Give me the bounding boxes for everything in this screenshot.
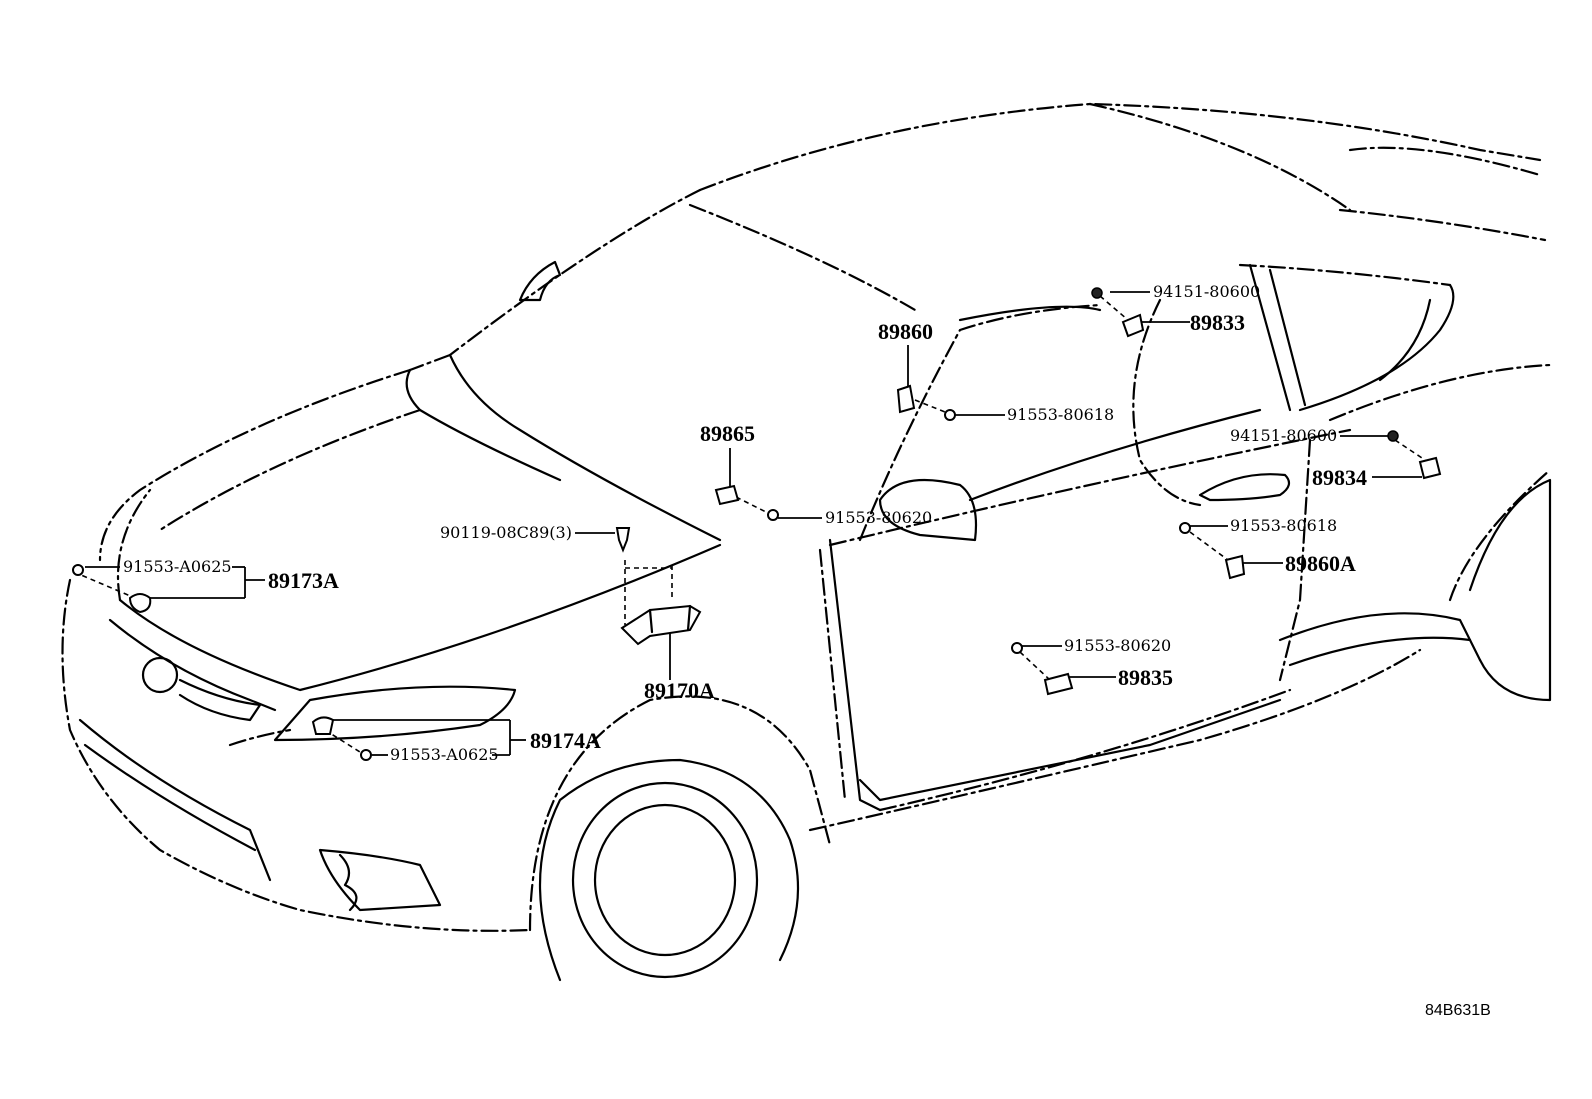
nut-icon <box>1387 430 1399 442</box>
sensor-89834-icon <box>1418 456 1442 480</box>
label-91553-A0625-left: 91553-A0625 <box>123 557 232 576</box>
sensor-89860A-icon <box>1224 554 1246 580</box>
airbag-sensor-module-89170A-icon <box>620 604 702 646</box>
label-89835: 89835 <box>1118 665 1173 690</box>
label-91553-80620-mid: 91553-80620 <box>825 508 932 527</box>
bolt-icon <box>615 527 631 553</box>
label-89860A: 89860A <box>1285 551 1356 576</box>
sensor-89860-icon <box>896 384 916 414</box>
callout-labels: 94151-80600 89833 89860 91553-80618 9415… <box>123 282 1491 1019</box>
label-91553-80618-right: 91553-80618 <box>1230 516 1337 535</box>
label-89860: 89860 <box>878 319 933 344</box>
bolt-icon <box>360 749 372 761</box>
label-90119-08C89: 90119-08C89(3) <box>440 523 572 542</box>
bolt-icon <box>1179 522 1191 534</box>
sensor-89174A-icon <box>311 716 335 735</box>
label-94151-80600-right: 94151-80600 <box>1230 426 1337 445</box>
label-89174A: 89174A <box>530 728 601 753</box>
sensor-89835-icon <box>1043 672 1074 696</box>
leader-lines <box>73 291 1426 756</box>
bolt-icon <box>72 564 84 576</box>
label-89173A: 89173A <box>268 568 339 593</box>
label-89833: 89833 <box>1190 310 1245 335</box>
label-91553-80620-low: 91553-80620 <box>1064 636 1171 655</box>
parts <box>72 287 1442 761</box>
label-89170A: 89170A <box>644 678 715 703</box>
label-91553-A0625-low: 91553-A0625 <box>390 745 499 764</box>
bolt-icon <box>944 409 956 421</box>
nut-icon <box>1091 287 1103 299</box>
label-94151-80600-top: 94151-80600 <box>1153 282 1260 301</box>
sensor-89833-icon <box>1121 313 1145 338</box>
sensor-89173A-icon <box>128 593 152 614</box>
bolt-icon <box>767 509 779 521</box>
sensor-89865-icon <box>714 484 740 506</box>
label-91553-80618-top: 91553-80618 <box>1007 405 1114 424</box>
diagram-code: 84B631B <box>1425 1002 1491 1019</box>
label-89834: 89834 <box>1312 465 1367 490</box>
bolt-icon <box>1011 642 1023 654</box>
car-outline <box>61 102 1552 982</box>
label-89865: 89865 <box>700 421 755 446</box>
